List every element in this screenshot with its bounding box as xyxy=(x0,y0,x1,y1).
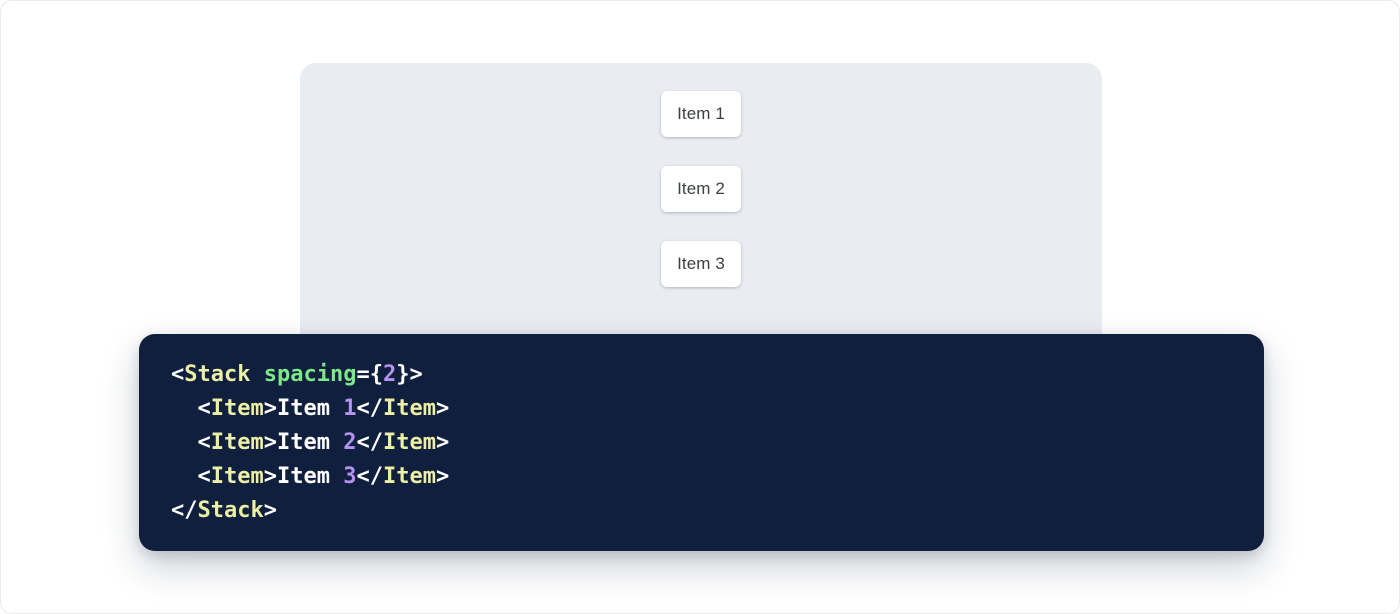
code-token-punct: { xyxy=(369,362,383,387)
code-token-punct: < xyxy=(171,430,211,455)
code-line: <Item>Item 1</Item> xyxy=(171,392,1232,426)
stack-item[interactable]: Item 1 xyxy=(661,91,741,137)
code-token-text: Item xyxy=(276,396,344,421)
code-token-punct: > xyxy=(435,464,450,489)
code-snippet-text[interactable]: <Stack spacing={2}> <Item>Item 1</Item> … xyxy=(171,358,1232,528)
code-token-num: 2 xyxy=(343,430,357,455)
code-line: <Item>Item 3</Item> xyxy=(171,460,1232,494)
code-token-punct: < xyxy=(171,362,185,387)
code-token-tag: Item xyxy=(382,430,436,455)
code-token-tag: Stack xyxy=(197,498,264,523)
code-token-punct: </ xyxy=(356,430,383,455)
code-line: <Item>Item 2</Item> xyxy=(171,426,1232,460)
code-token-punct: > xyxy=(409,362,423,387)
code-token-tag: Item xyxy=(210,464,264,489)
code-line: <Stack spacing={2}> xyxy=(171,358,1232,392)
code-token-punct: } xyxy=(396,362,410,387)
code-token-punct: </ xyxy=(171,498,198,523)
code-token-punct: > xyxy=(263,396,277,421)
code-token-punct: < xyxy=(171,396,211,421)
code-token-tag: Item xyxy=(210,430,264,455)
code-token-num: 2 xyxy=(382,362,397,387)
stack-item[interactable]: Item 3 xyxy=(661,241,741,287)
code-token-text: Item xyxy=(276,464,344,489)
code-token-punct: > xyxy=(263,498,277,523)
code-token-tag: Item xyxy=(382,464,436,489)
code-line: </Stack> xyxy=(171,494,1232,528)
code-token-tag: Stack xyxy=(184,362,251,387)
stack-item[interactable]: Item 2 xyxy=(661,166,741,212)
code-token-text: Item xyxy=(276,430,344,455)
code-token-punct: > xyxy=(263,430,277,455)
component-preview-panel: Item 1 Item 2 Item 3 xyxy=(300,63,1102,353)
code-token-tag: Item xyxy=(382,396,436,421)
code-token-punct: > xyxy=(435,396,450,421)
code-token-punct xyxy=(250,362,263,387)
code-token-punct: </ xyxy=(356,464,383,489)
code-token-punct: > xyxy=(435,430,450,455)
code-token-num: 1 xyxy=(343,396,357,421)
code-token-punct: > xyxy=(263,464,277,489)
code-snippet-block: <Stack spacing={2}> <Item>Item 1</Item> … xyxy=(139,334,1264,551)
code-token-tag: Item xyxy=(210,396,264,421)
code-token-punct: </ xyxy=(356,396,383,421)
code-token-punct: = xyxy=(356,362,370,387)
stack-container: Item 1 Item 2 Item 3 xyxy=(661,91,741,287)
code-token-num: 3 xyxy=(343,464,357,489)
code-token-punct: < xyxy=(171,464,211,489)
code-token-attr: spacing xyxy=(263,362,357,387)
